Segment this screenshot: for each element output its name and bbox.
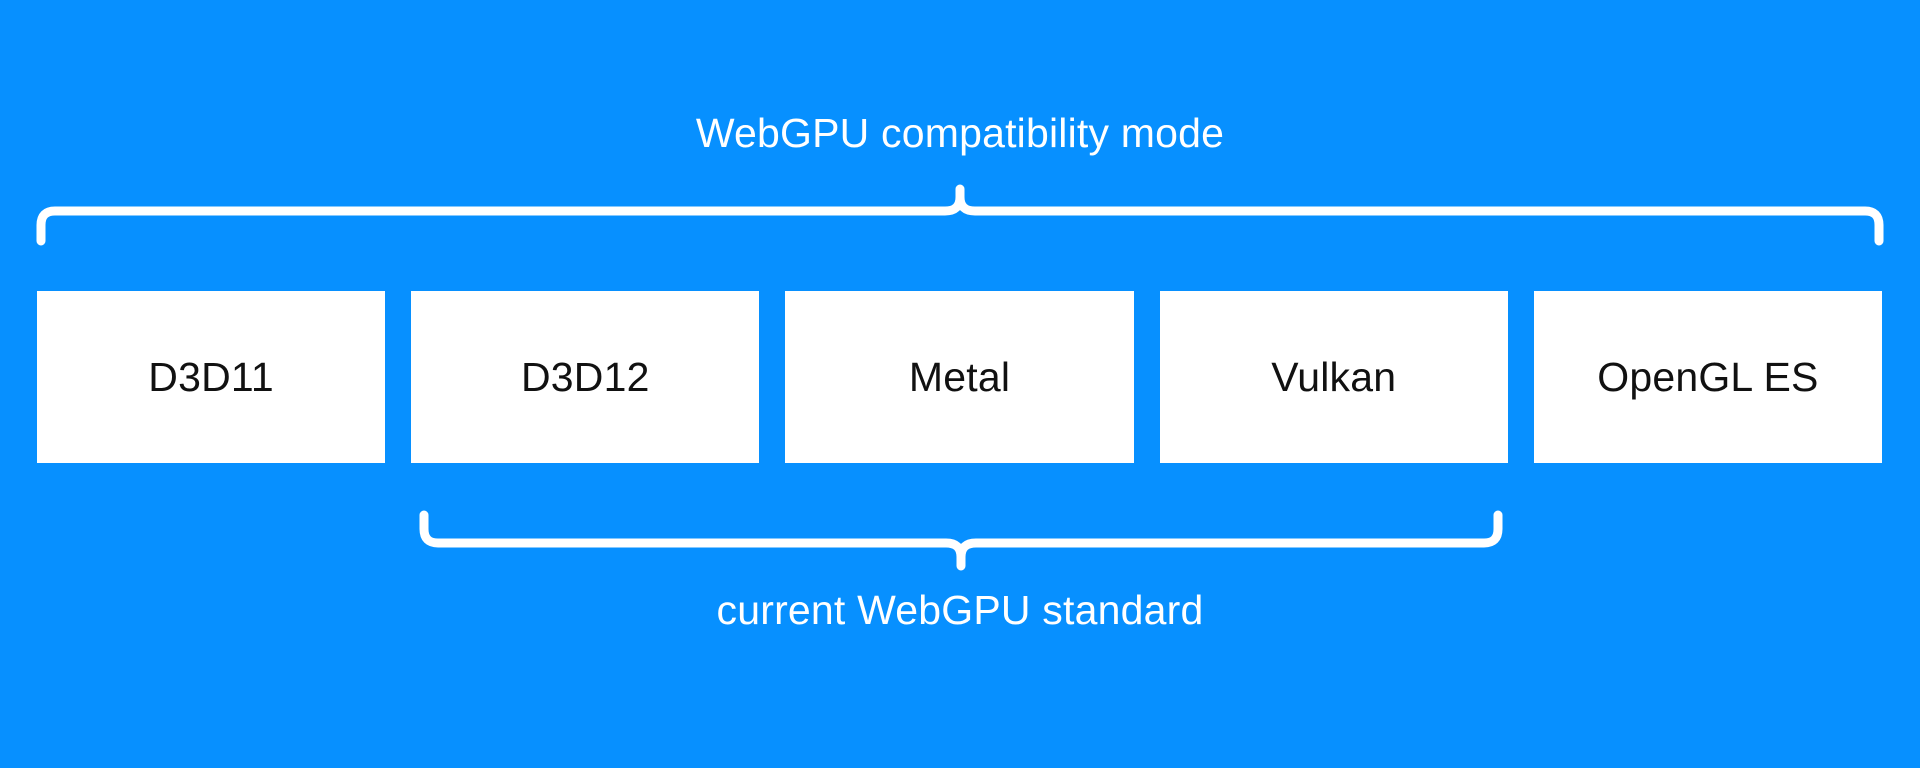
api-box-metal[interactable]: Metal (785, 291, 1134, 463)
api-box-label: Metal (908, 353, 1011, 400)
top-brace-caption: WebGPU compatibility mode (695, 110, 1225, 156)
api-box-row: D3D11 D3D12 Metal Vulkan OpenGL ES (37, 291, 1883, 463)
api-box-label: D3D12 (520, 353, 650, 400)
api-box-vulkan[interactable]: Vulkan (1159, 291, 1508, 463)
top-brace (30, 180, 1890, 246)
api-box-label: OpenGL ES (1597, 353, 1819, 400)
bottom-brace (414, 510, 1508, 576)
api-box-d3d12[interactable]: D3D12 (411, 291, 760, 463)
api-box-opengl-es[interactable]: OpenGL ES (1533, 291, 1883, 463)
bottom-brace-caption: current WebGPU standard (716, 587, 1204, 633)
api-box-label: D3D11 (148, 353, 274, 400)
api-box-d3d11[interactable]: D3D11 (37, 291, 386, 463)
api-box-label: Vulkan (1271, 353, 1397, 400)
